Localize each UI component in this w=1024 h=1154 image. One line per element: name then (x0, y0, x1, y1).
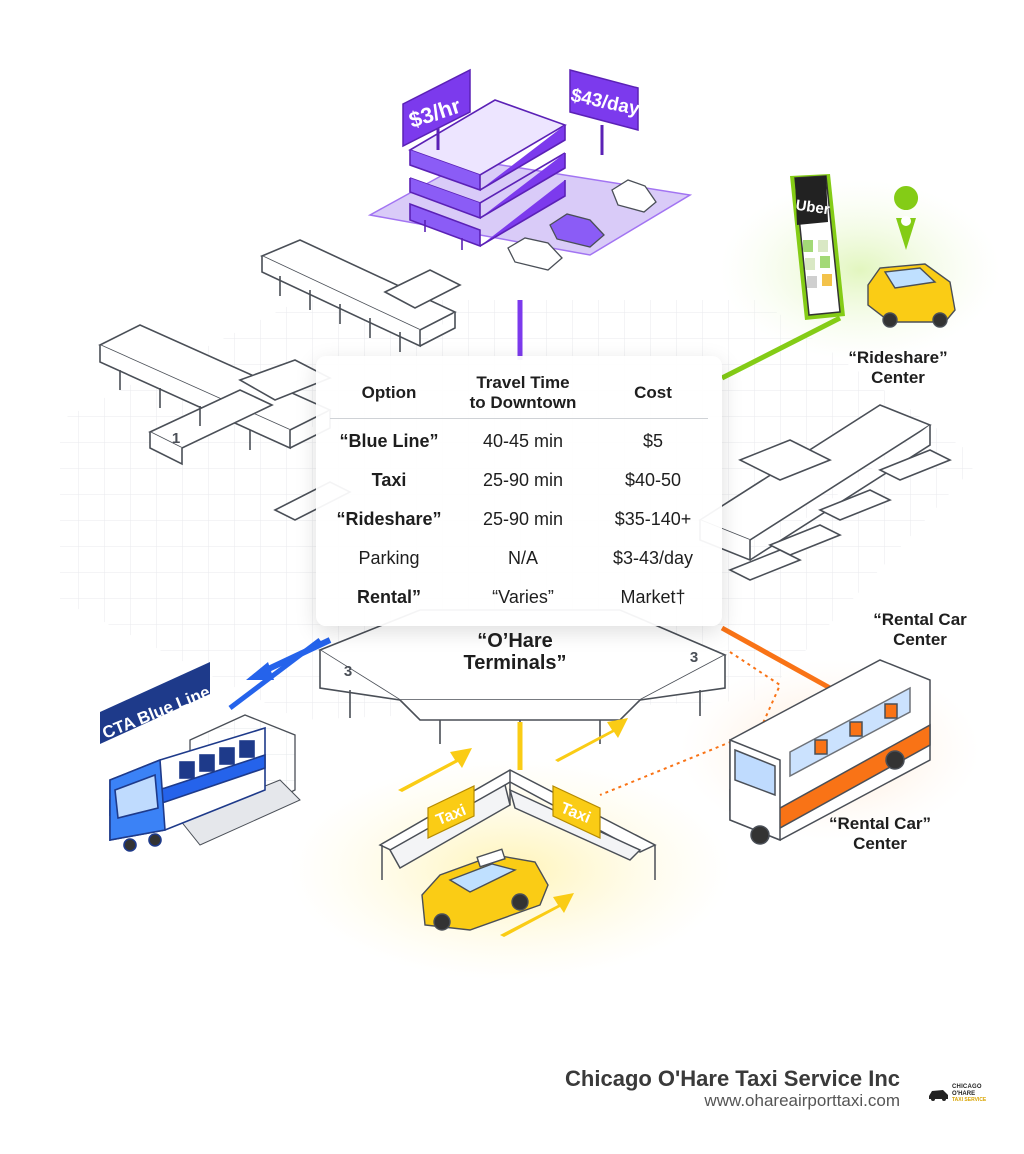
row-cost: $35-140+ (614, 508, 692, 529)
row-cost: Market† (620, 586, 686, 607)
taxi-signs (427, 785, 601, 839)
header-option: Option (361, 383, 417, 402)
terminal-number-3-left: 3 (344, 663, 352, 680)
row-cost: $5 (642, 430, 664, 451)
header-travel-time: Travel Time to Downtown (448, 368, 598, 418)
row-time: 25-90 min (482, 469, 564, 490)
terminals-label-line2: Terminals” (463, 652, 567, 674)
row-option: Rental” (356, 586, 421, 607)
rideshare-location-pin (894, 186, 919, 250)
row-time: N/A (507, 547, 538, 568)
blue-line-arrow (260, 637, 332, 675)
row-option: “Rideshare” (336, 508, 442, 529)
brand-logo: CHICAGO O'HARE TAXI SERVICE (928, 1082, 998, 1104)
rental-top-line2: Center (893, 630, 947, 649)
rideshare-label-line2: Center (871, 368, 925, 387)
blue-line-arrow-head (246, 662, 274, 680)
terminal-concourse-right (698, 404, 952, 581)
terminal-concourse-1 (98, 324, 352, 521)
table-row: Rental” “Varies” Market† (330, 580, 708, 614)
brand-name: Chicago O'Hare Taxi Service Inc (565, 1066, 900, 1091)
taxi-logo-icon (929, 1090, 948, 1101)
rental-bottom-line2: Center (853, 834, 907, 853)
rideshare-area-glow (720, 180, 1000, 360)
rental-dotted-path (599, 651, 782, 796)
rental-car-shuttle-bus (729, 659, 931, 845)
rideshare-center-label: “Rideshare” Center (838, 348, 958, 388)
terminal-number-1: 1 (172, 430, 180, 447)
table-row: Parking N/A $3-43/day (330, 541, 708, 575)
logo-line2: O'HARE (952, 1091, 976, 1097)
header-travel-time-text: Travel Time to Downtown (469, 373, 577, 412)
row-option: “Blue Line” (339, 430, 439, 451)
terminals-label: “O’Hare Terminals” (430, 630, 600, 674)
row-cost: $3-43/day (612, 547, 694, 568)
table-header-row: Option Travel Time to Downtown Cost (330, 368, 708, 419)
row-option: Parking (358, 547, 420, 568)
header-cost: Cost (634, 383, 672, 402)
phone-brand: Uber (795, 197, 831, 219)
rideshare-car (867, 263, 956, 328)
rental-bottom-line1: “Rental Car” (828, 814, 932, 833)
row-time: 40-45 min (482, 430, 564, 451)
row-time: 25-90 min (482, 508, 564, 529)
terminals-label-line1: “O’Hare (477, 630, 553, 652)
terminal-number-3-right: 3 (690, 649, 698, 666)
table-row: “Rideshare” 25-90 min $35-140+ (330, 502, 708, 536)
rental-center-label-bottom: “Rental Car” Center (812, 814, 948, 854)
row-cost: $40-50 (624, 469, 682, 490)
logo-line1: CHICAGO (952, 1084, 982, 1090)
table-row: Taxi 25-90 min $40-50 (330, 463, 708, 497)
rental-center-label-top: “Rental Car Center (860, 610, 980, 650)
parking-garage (367, 68, 693, 271)
main-terminal-building (318, 609, 727, 744)
rideshare-label-line1: “Rideshare” (848, 348, 948, 367)
logo-line3: TAXI SERVICE (952, 1097, 987, 1103)
table-row: “Blue Line” 40-45 min $5 (330, 424, 708, 458)
comparison-table: Option Travel Time to Downtown Cost “Blu… (316, 356, 722, 626)
rideshare-phone (790, 174, 845, 320)
row-option: Taxi (371, 469, 407, 490)
rental-top-line1: “Rental Car (873, 610, 967, 629)
taxi-flow-arrows (398, 718, 628, 937)
blue-line-train (109, 726, 266, 852)
row-time: “Varies” (492, 586, 554, 607)
terminal-concourse-upper-left (260, 239, 462, 352)
taxi-car (421, 848, 549, 931)
rental-connector-line (720, 625, 832, 691)
rideshare-connector-line (720, 315, 842, 381)
brand-url[interactable]: www.ohareairporttaxi.com (704, 1091, 900, 1110)
